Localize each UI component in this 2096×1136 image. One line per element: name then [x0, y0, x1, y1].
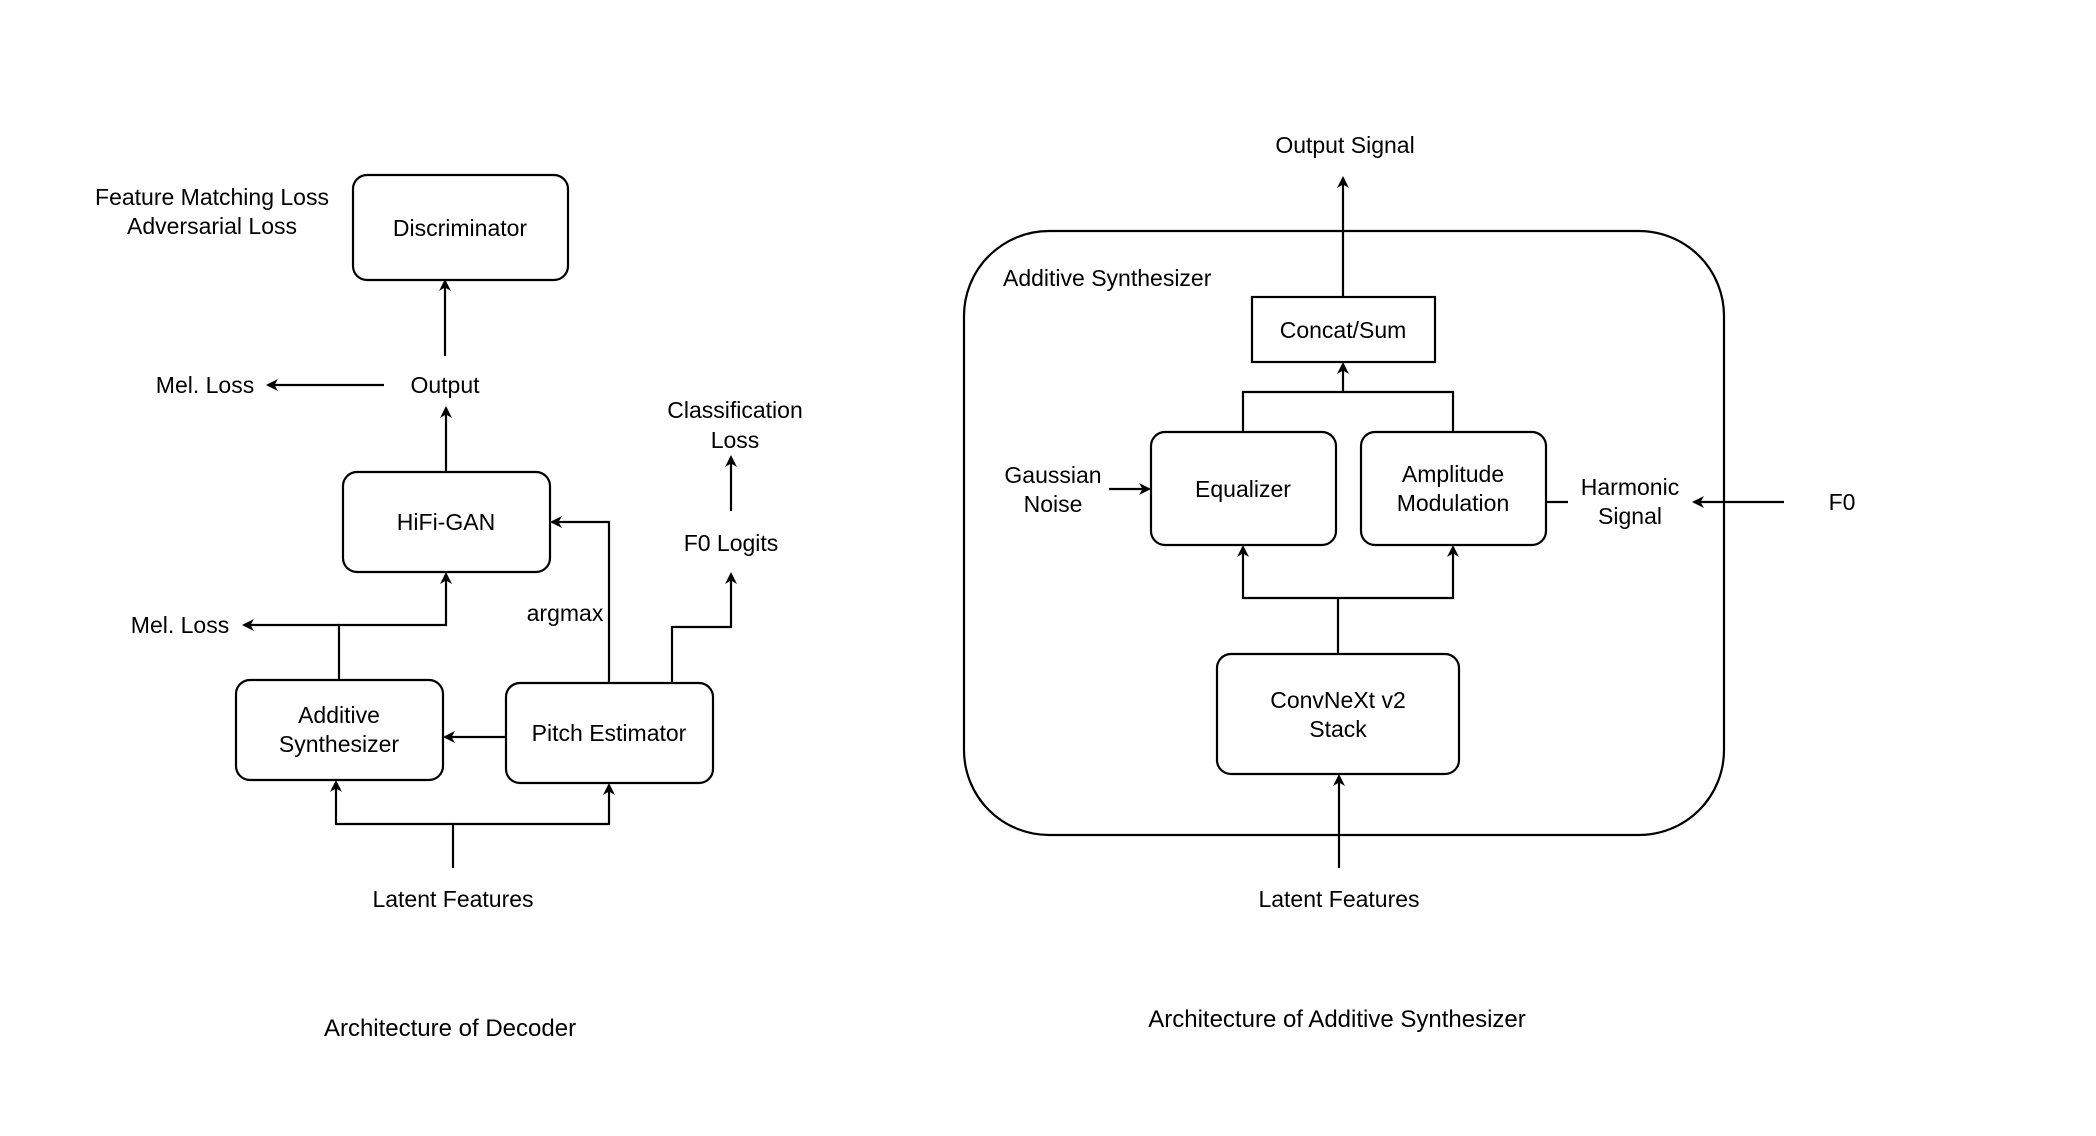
additive-synthesizer-diagram: Additive Synthesizer Concat/Sum Equalize… [962, 132, 1856, 1033]
discriminator-label: Discriminator [393, 215, 528, 241]
additive-synthesizer-box [234, 678, 445, 782]
discriminator-box [351, 173, 570, 282]
classification-loss-label-line1: Classification [667, 397, 803, 423]
f0-input-label: F0 [1829, 489, 1856, 515]
decoder-caption: Architecture of Decoder [324, 1015, 576, 1042]
hifigan-label: HiFi-GAN [397, 509, 495, 535]
container-title: Additive Synthesizer [1003, 265, 1212, 291]
latent-features-left-label: Latent Features [372, 886, 533, 912]
mel-loss-top-label: Mel. Loss [156, 372, 254, 398]
latent-to-pitch-arrow [453, 783, 615, 826]
classification-loss-label-line2: Loss [711, 427, 760, 453]
f0-logits-label: F0 Logits [684, 530, 779, 556]
harmonic-signal-label-line1: Harmonic [1581, 474, 1679, 500]
argmax-to-hifigan-arrow [550, 516, 611, 683]
pitch-estimator-label: Pitch Estimator [532, 720, 687, 746]
additive-synthesizer-label-line2: Synthesizer [279, 731, 400, 757]
output-label: Output [410, 372, 480, 398]
amplitude-to-concat-line [1343, 390, 1455, 432]
equalizer-to-concat-line [1241, 390, 1343, 432]
gaussian-noise-label-line1: Gaussian [1004, 462, 1101, 488]
argmax-label: argmax [527, 600, 604, 626]
synth-caption: Architecture of Additive Synthesizer [1148, 1006, 1526, 1033]
concat-sum-label: Concat/Sum [1280, 317, 1407, 343]
additive-synthesizer-label-line1: Additive [298, 702, 380, 728]
convnext-label-line2: Stack [1309, 716, 1367, 742]
convnext-to-equalizer-arrow [1237, 545, 1338, 600]
convnext-to-amplitude-arrow [1338, 545, 1459, 600]
gaussian-noise-label-line2: Noise [1024, 491, 1083, 517]
synth-to-hifigan-arrow [337, 572, 452, 680]
latent-features-right-label: Latent Features [1258, 886, 1419, 912]
equalizer-label: Equalizer [1195, 476, 1291, 502]
latent-to-synth-arrow [330, 780, 455, 868]
amplitude-modulation-label-line2: Modulation [1397, 490, 1510, 516]
decoder-diagram: Discriminator HiFi-GAN Additive Synthesi… [95, 173, 803, 1042]
amplitude-modulation-box [1359, 430, 1548, 547]
harmonic-signal-label-line2: Signal [1598, 503, 1662, 529]
feature-matching-loss-label: Feature Matching Loss [95, 184, 329, 210]
pitch-to-f0-logits-arrow [670, 572, 737, 683]
convnext-label-line1: ConvNeXt v2 [1270, 687, 1406, 713]
convnext-stack-box [1215, 652, 1461, 776]
output-signal-label: Output Signal [1275, 132, 1414, 158]
mel-loss-bottom-label: Mel. Loss [131, 612, 229, 638]
amplitude-modulation-label-line1: Amplitude [1402, 461, 1504, 487]
adversarial-loss-label: Adversarial Loss [127, 213, 297, 239]
